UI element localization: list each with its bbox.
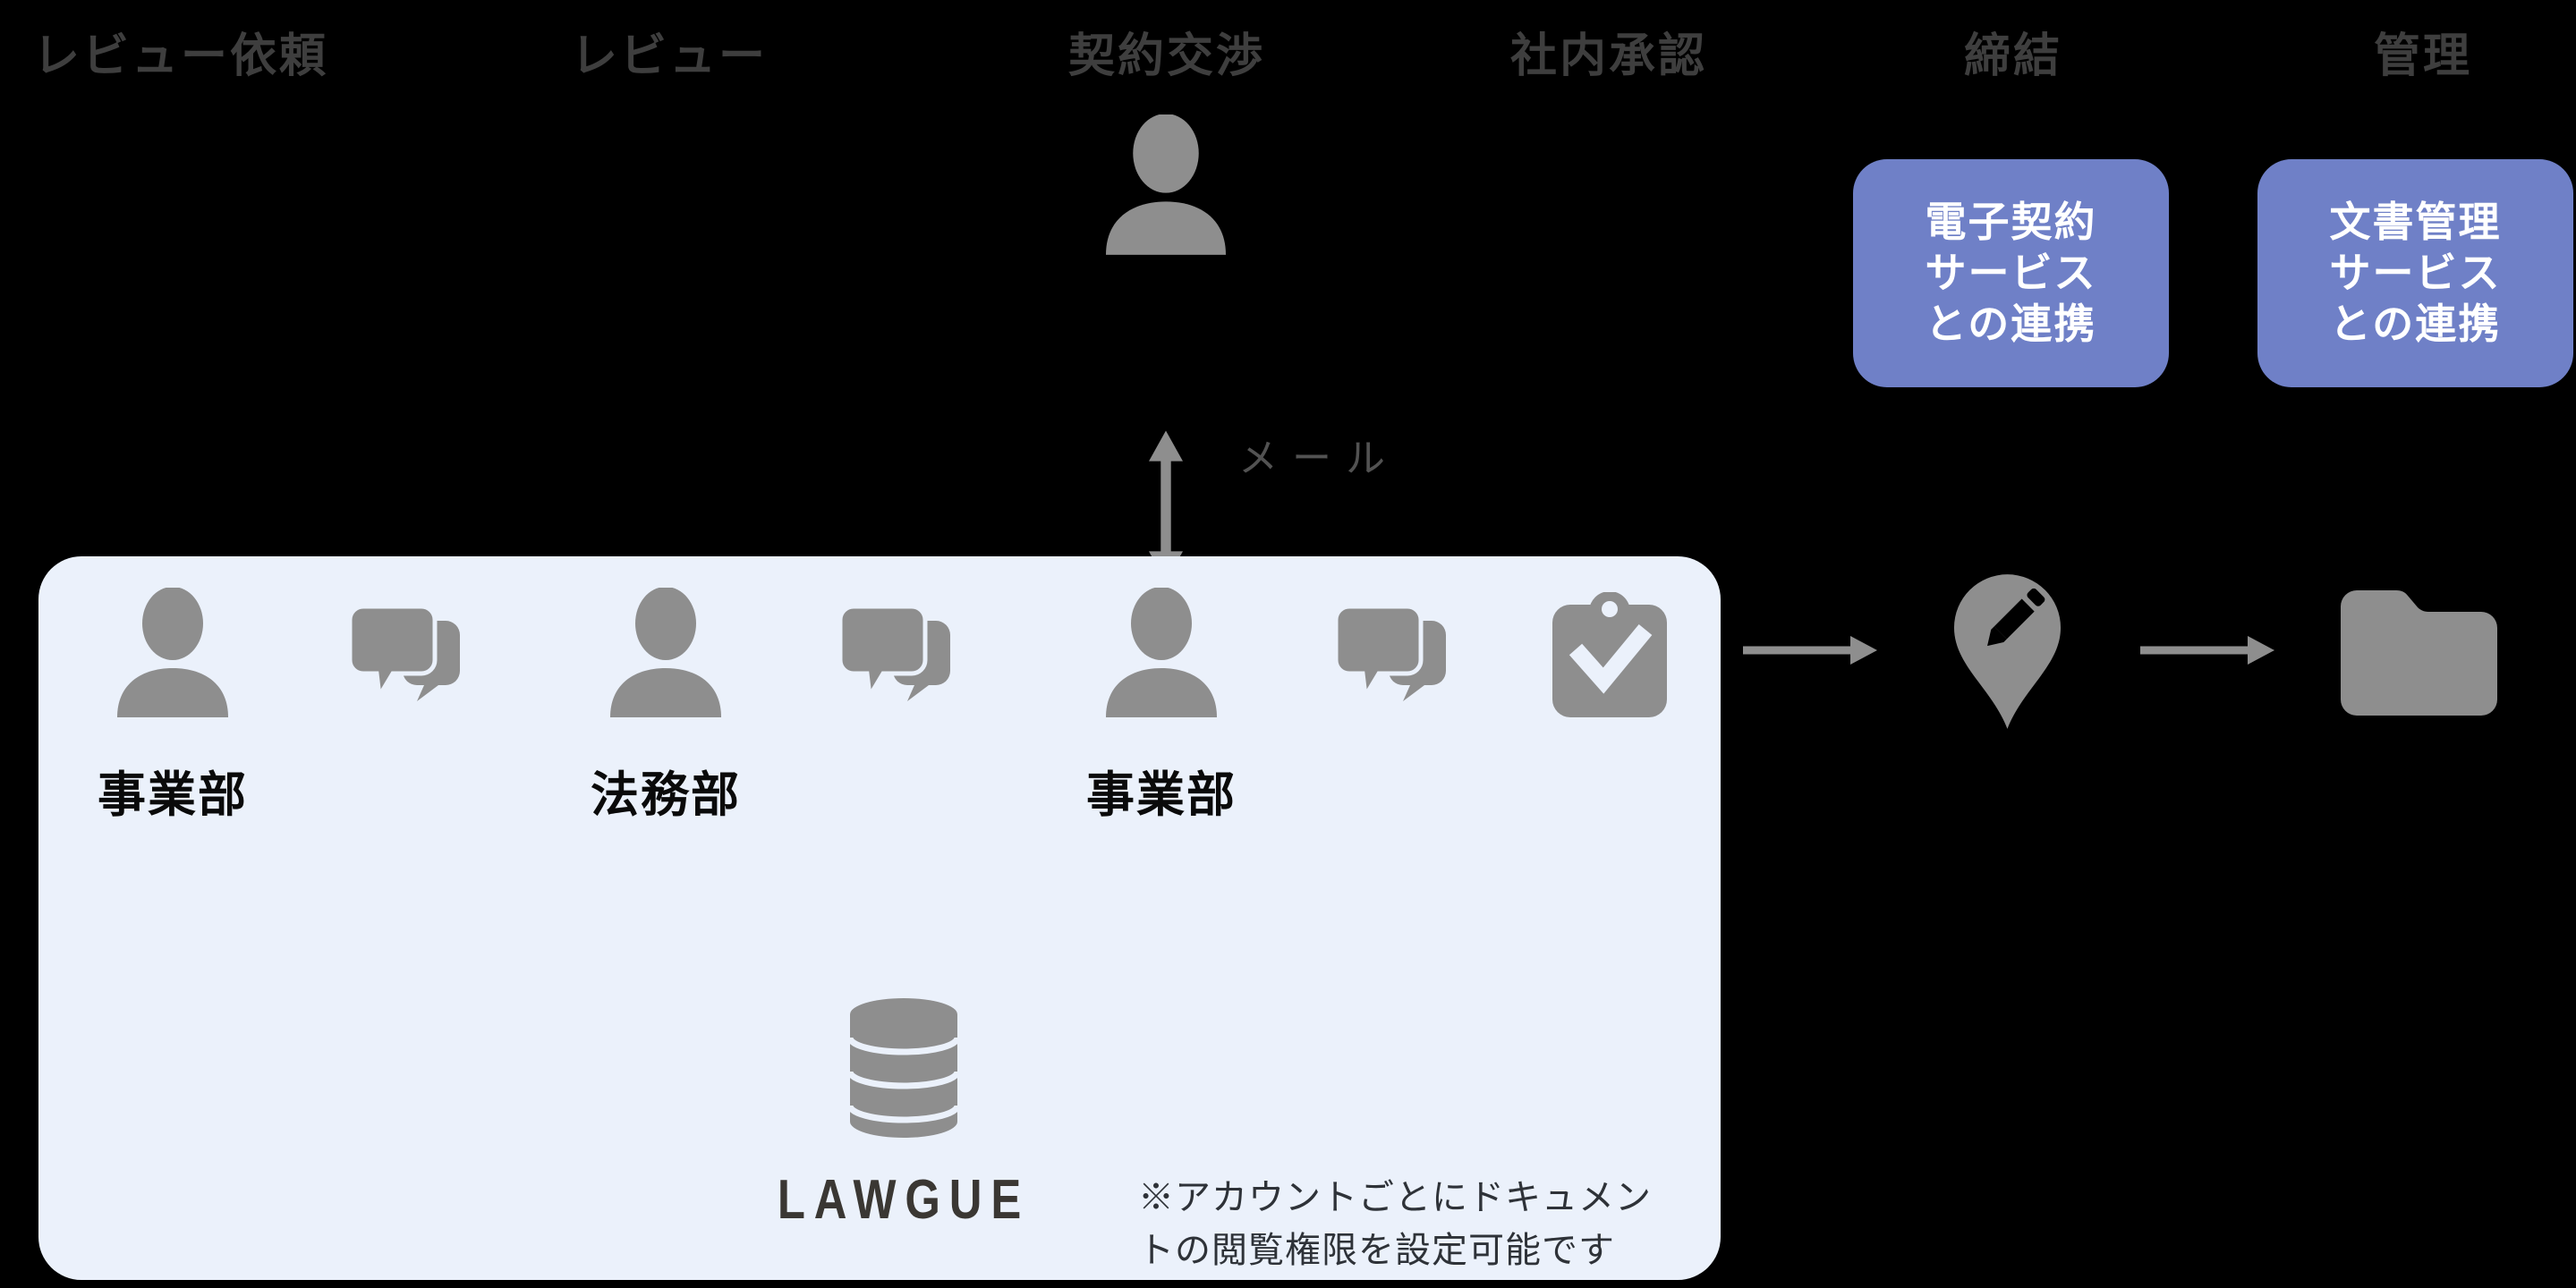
phase-label-review: レビュー xyxy=(570,30,769,82)
lawgue-logo: LAWGUE xyxy=(750,1168,1058,1232)
chat-bubbles-icon xyxy=(1335,606,1446,703)
member-label-business-dept: 事業部 xyxy=(98,768,248,822)
member-label-legal-dept: 法務部 xyxy=(591,768,741,822)
person-icon xyxy=(1106,588,1217,717)
lawgue-logo-text: LAWGUE xyxy=(777,1169,1031,1231)
map-pin-edit-icon xyxy=(1953,574,2062,729)
note-line-2: トの閲覧権限を設定可能です xyxy=(1138,1231,1615,1270)
card-line: サービス xyxy=(1925,250,2097,296)
right-arrow-icon xyxy=(2140,636,2274,665)
phase-label-internal-approval: 社内承認 xyxy=(1509,30,1708,82)
chat-bubbles-icon xyxy=(349,606,460,703)
phase-label-conclusion: 締結 xyxy=(1963,30,2063,82)
counterparty-person-icon xyxy=(1106,114,1226,255)
right-arrow-icon xyxy=(1743,636,1877,665)
lawgue-workspace-panel: 事業部 法務部 事業部 xyxy=(38,556,1721,1280)
clipboard-check-icon xyxy=(1552,592,1667,717)
member-label-business-dept: 事業部 xyxy=(1086,768,1237,822)
card-line: 電子契約 xyxy=(1925,199,2097,245)
permission-note: ※アカウントごとにドキュメン トの閲覧権限を設定可能です xyxy=(1138,1172,1652,1277)
note-line-1: ※アカウントごとにドキュメン xyxy=(1138,1178,1652,1217)
mail-double-arrow-icon xyxy=(1149,430,1183,582)
doc-management-integration-card: 文書管理 サービス との連携 xyxy=(2257,159,2573,387)
card-line: との連携 xyxy=(1925,301,2097,347)
phase-label-negotiation: 契約交渉 xyxy=(1067,30,1266,82)
card-line: サービス xyxy=(2329,250,2502,296)
card-line: との連携 xyxy=(2329,301,2502,347)
phase-label-review-request: レビュー依頼 xyxy=(32,30,329,82)
person-icon xyxy=(117,588,228,717)
person-icon xyxy=(610,588,721,717)
mail-label: メール xyxy=(1238,436,1399,480)
card-line: 文書管理 xyxy=(2329,199,2502,245)
folder-icon xyxy=(2341,590,2497,716)
e-contract-integration-card: 電子契約 サービス との連携 xyxy=(1853,159,2169,387)
chat-bubbles-icon xyxy=(839,606,950,703)
phase-label-management: 管理 xyxy=(2373,30,2473,82)
database-icon xyxy=(850,998,957,1138)
